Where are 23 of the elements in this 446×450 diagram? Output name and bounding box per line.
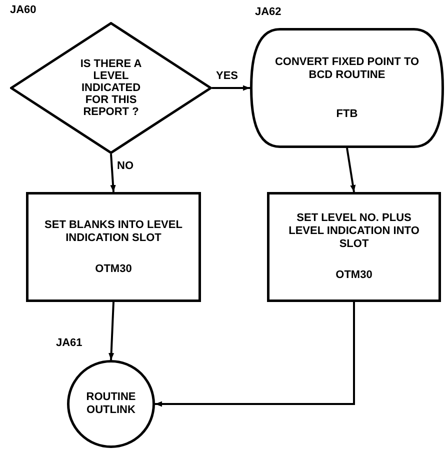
arrow [346,148,356,192]
step-label: JA61 [56,337,82,349]
routine-code: OTM30 [94,262,133,276]
arrow [155,302,355,407]
edge-label: YES [216,70,238,82]
process-box [267,192,441,302]
routine-code: FTB [335,108,359,120]
node-text: IS THERE A LEVEL INDICATED FOR THIS REPORT ? [79,58,143,118]
routine-code: OTM30 [334,269,374,282]
decision-diamond [10,22,212,154]
step-label: JA62 [255,6,282,18]
step-label: JA60 [10,4,36,16]
node-text: ROUTINE OUTLINK [85,391,137,417]
node-text: SET BLANKS INTO LEVEL INDICATION SLOT [44,218,184,244]
process-terminator [250,28,444,148]
edge-label: NO [117,160,134,172]
node-text: CONVERT FIXED POINT TO BCD ROUTINE [274,56,420,82]
arrow [212,85,250,91]
arrow [108,302,114,360]
connector-circle [67,360,155,448]
process-box [26,192,201,302]
node-text: SET LEVEL NO. PLUS LEVEL INDICATION INTO SLOT [288,212,420,251]
arrow [110,154,116,192]
